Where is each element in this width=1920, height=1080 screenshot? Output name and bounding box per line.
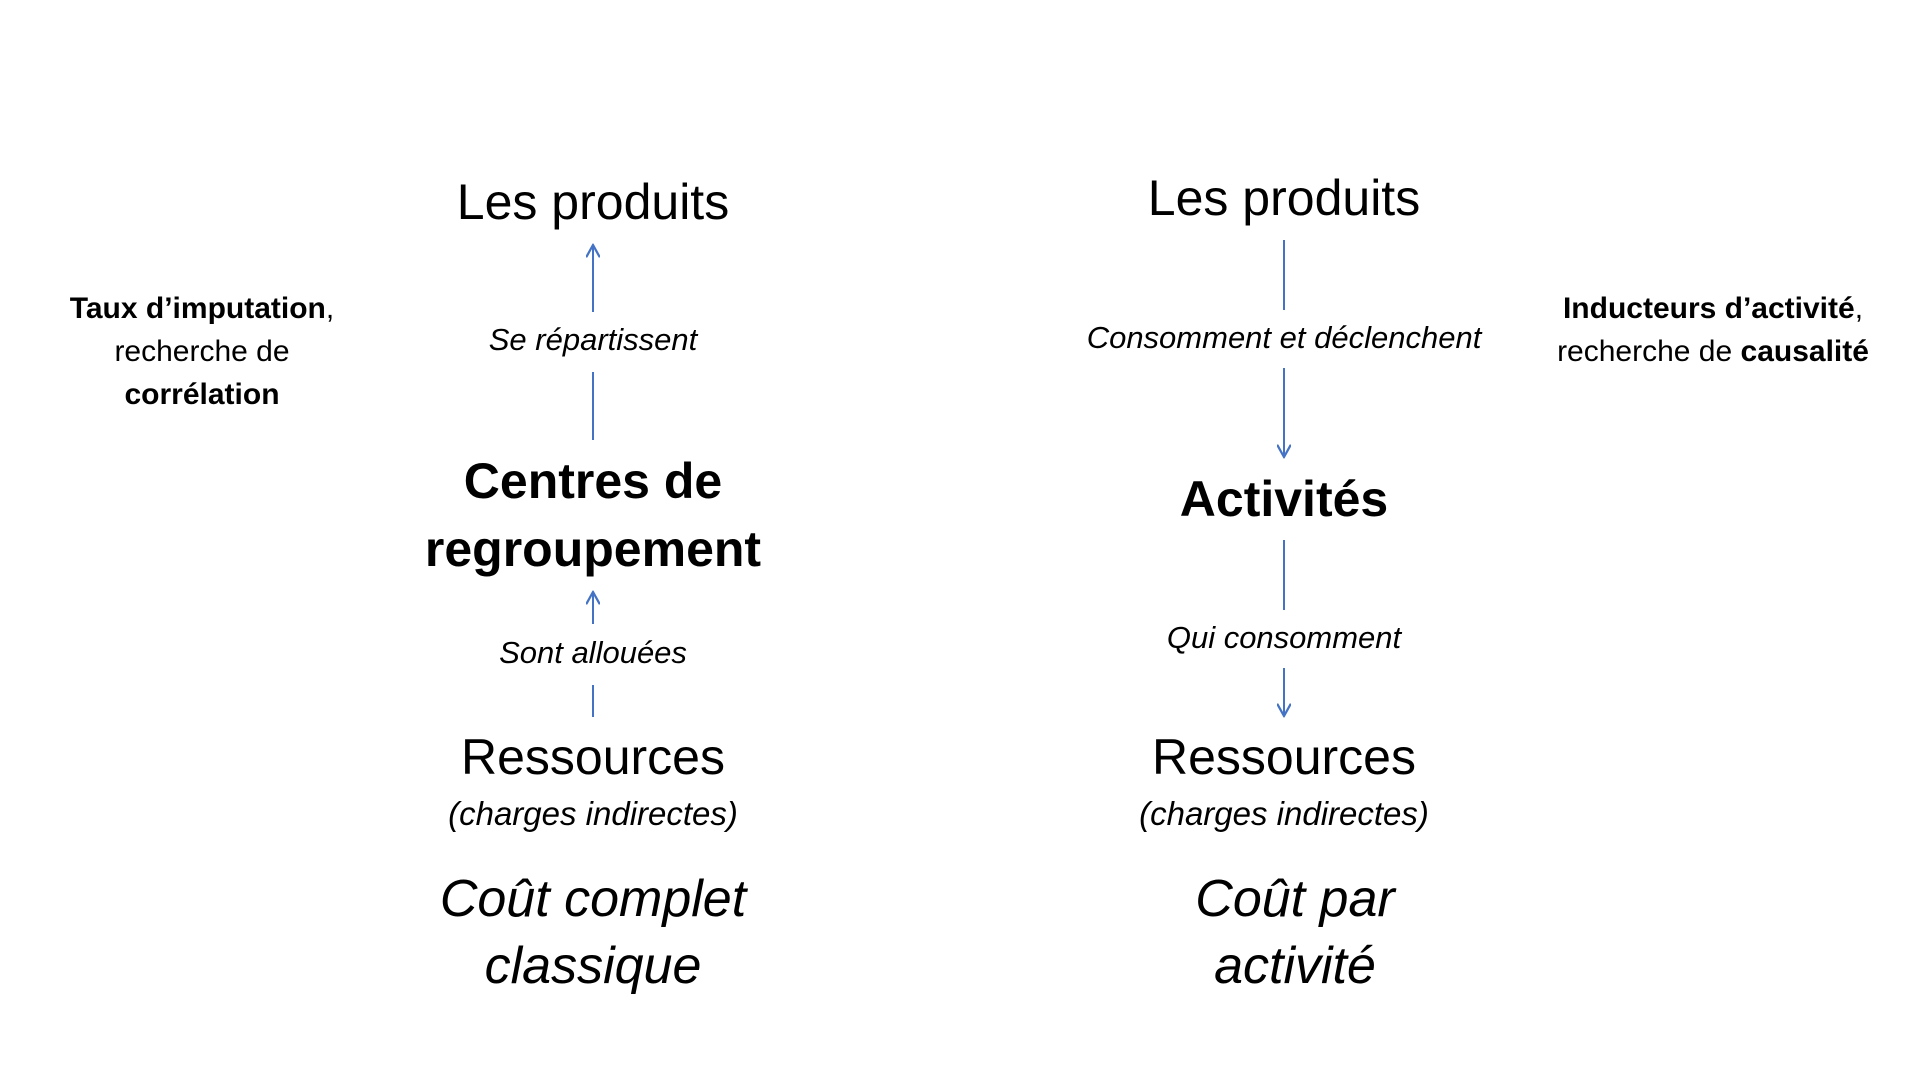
left-cost-line2: classique	[484, 937, 702, 995]
right-cost-line1: Coût par	[1195, 870, 1395, 928]
left-side-bold1: Taux d’imputation	[69, 292, 326, 325]
left-side-line2: recherche de	[114, 335, 290, 368]
left-centres-line1: Centres de	[463, 453, 723, 509]
right-products-label: Les produits	[1147, 170, 1421, 226]
left-resources-label: Ressources	[461, 729, 725, 785]
right-consume-trigger-label: Consomment et déclenchent	[1086, 320, 1482, 355]
left-centres-title: Centres de regroupement	[425, 447, 761, 583]
left-side-note: Taux d’imputation, recherche de corrélat…	[70, 287, 334, 416]
right-resources-label: Ressources	[1152, 729, 1416, 785]
right-cost-line2: activité	[1214, 937, 1376, 995]
left-centres-line2: regroupement	[424, 521, 762, 577]
left-cost-line1: Coût complet	[439, 870, 747, 928]
left-distribute-label: Se répartissent	[488, 322, 698, 357]
right-activities-title: Activités	[1179, 471, 1389, 527]
right-consume-label: Qui consomment	[1166, 620, 1402, 655]
right-resources-sub: (charges indirectes)	[1139, 795, 1429, 832]
left-resources-sub: (charges indirectes)	[448, 795, 738, 832]
right-side-note: Inducteurs d’activité, recherche de caus…	[1557, 287, 1869, 373]
right-side-bold2: causalité	[1740, 335, 1869, 368]
right-side-comma: ,	[1854, 292, 1864, 325]
left-side-bold3: corrélation	[124, 378, 280, 411]
left-side-comma: ,	[325, 292, 335, 325]
right-cost-title: Coût par activité	[1195, 866, 1394, 1000]
right-side-prefix: recherche de	[1557, 335, 1741, 368]
left-allocated-label: Sont allouées	[499, 635, 687, 670]
left-products-label: Les produits	[456, 174, 730, 230]
right-side-bold1: Inducteurs d’activité	[1562, 292, 1855, 325]
left-cost-title: Coût complet classique	[440, 866, 746, 1000]
